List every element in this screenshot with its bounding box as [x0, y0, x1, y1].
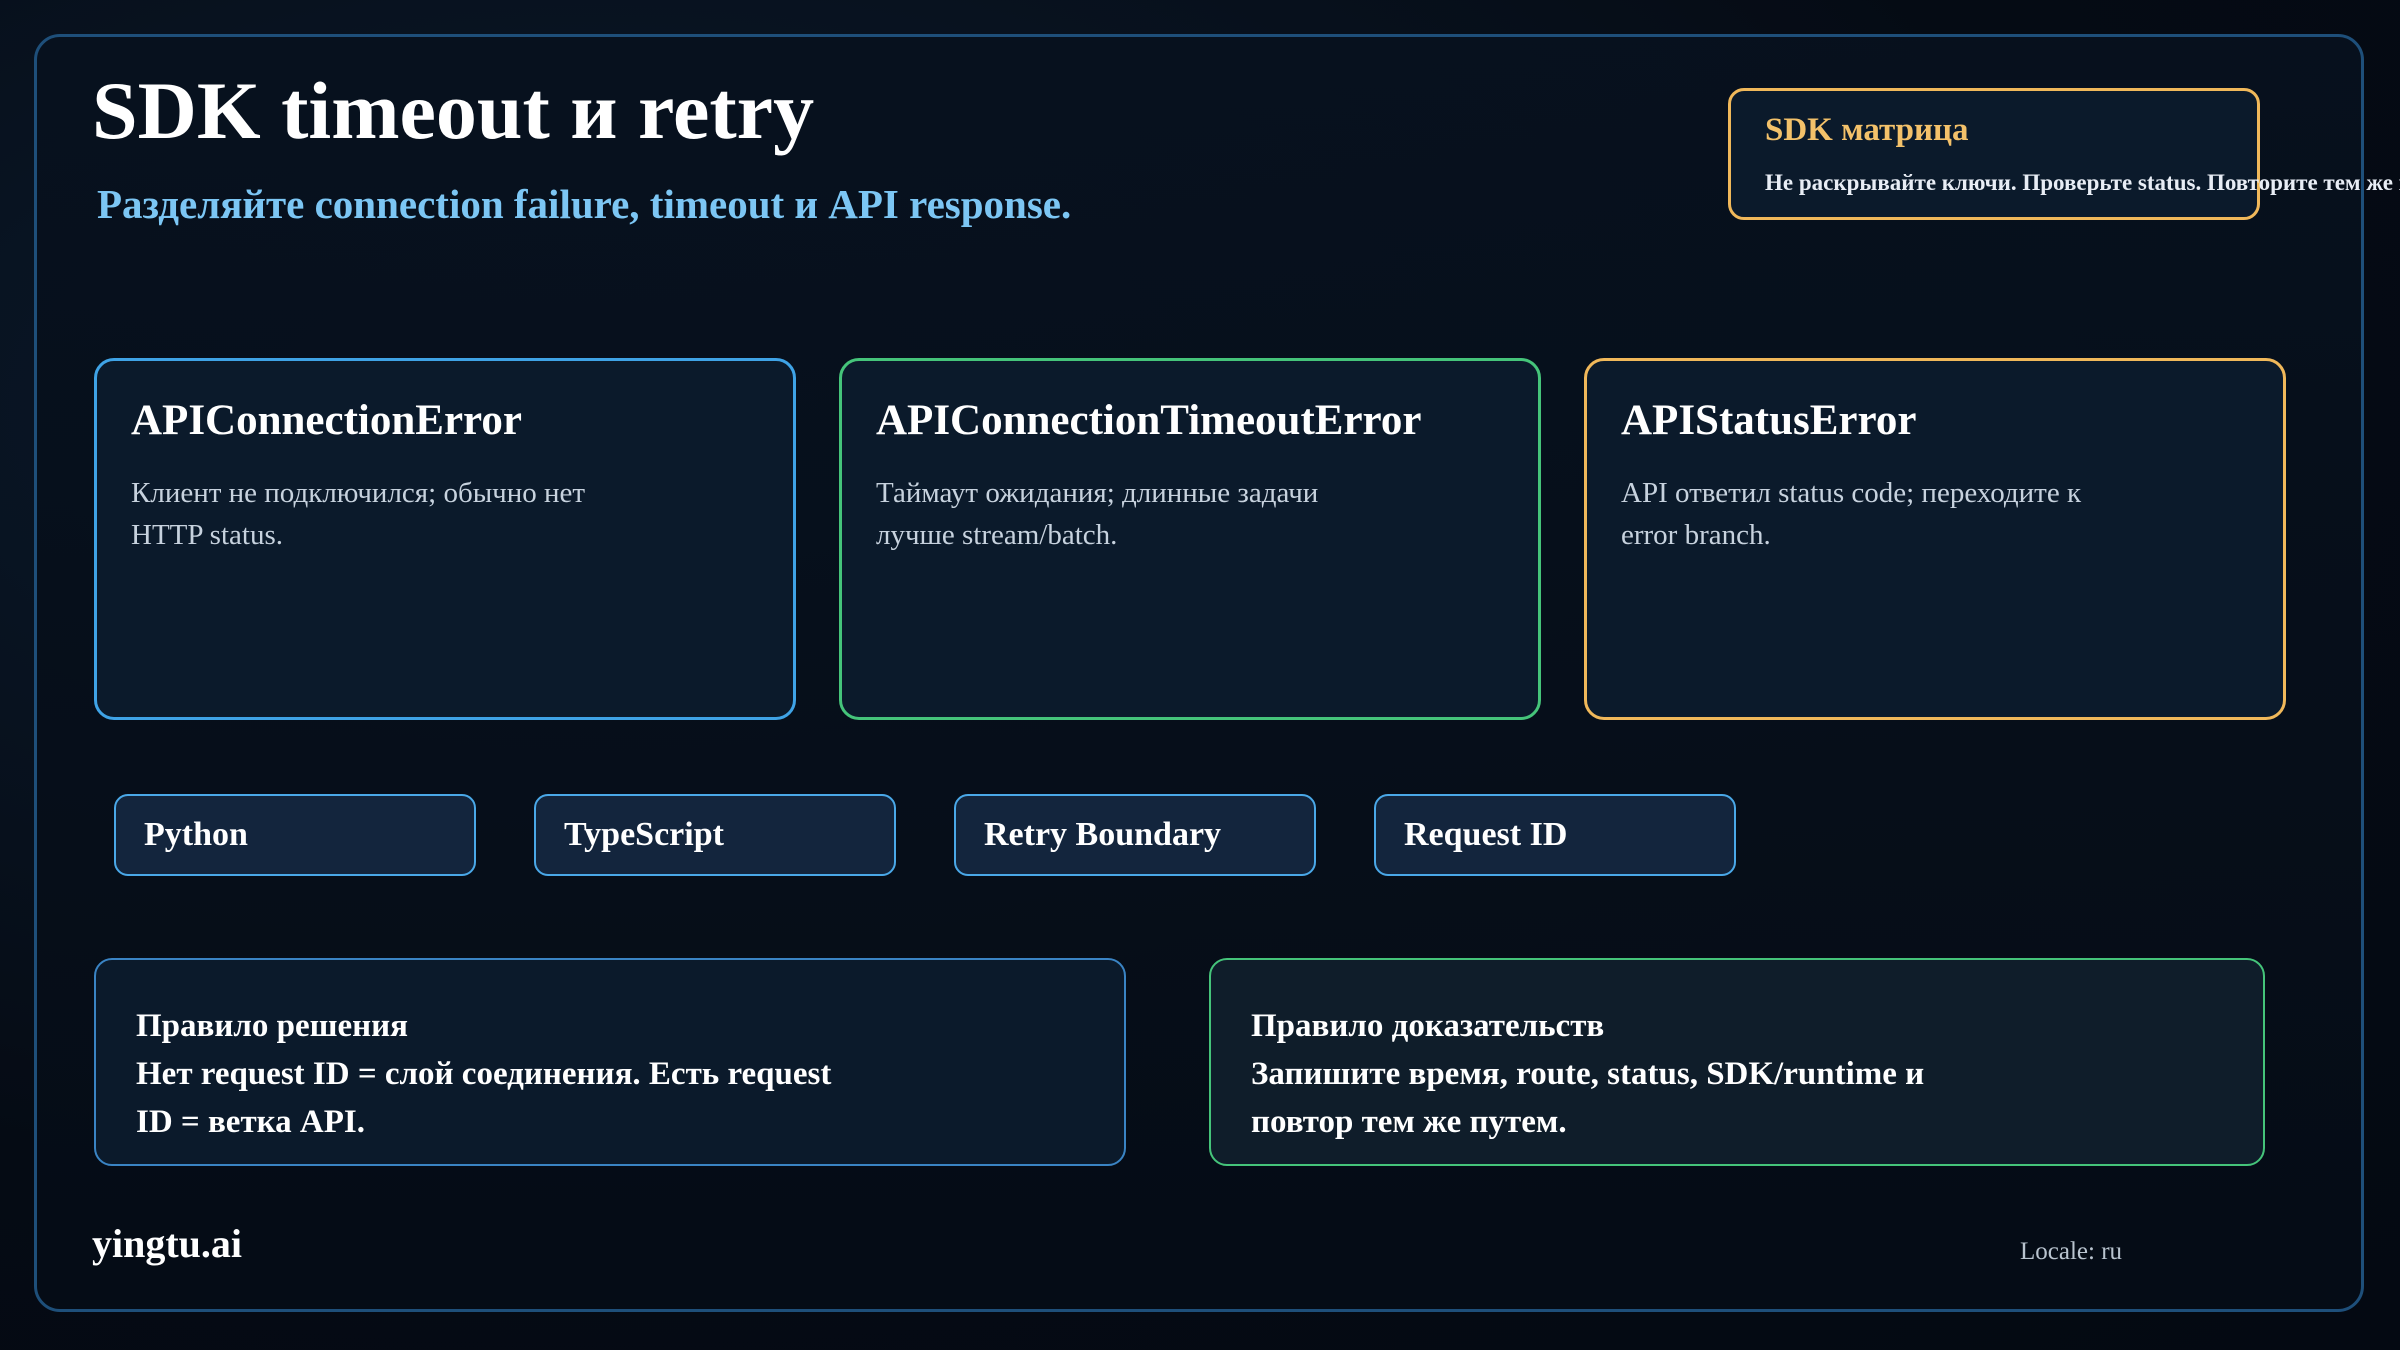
locale-label: Locale: ru	[2020, 1238, 2123, 1265]
tag-python: Python	[114, 794, 476, 876]
rule-title: Правило решения	[136, 1008, 409, 1044]
card-title: APIConnectionTimeoutError	[876, 397, 1422, 444]
tag-request-id: Request ID	[1374, 794, 1736, 876]
tag-typescript: TypeScript	[534, 794, 896, 876]
sdk-matrix-callout	[1728, 88, 2260, 220]
card-api-connection-error: APIConnectionError Клиент не подключился…	[94, 358, 796, 720]
rule-text: Запишите время, route, status, SDK/runti…	[1251, 1056, 1925, 1140]
evidence-rule-panel: Правило доказательств Запишите время, ro…	[1209, 958, 2265, 1166]
page-title: SDK timeout и retry	[92, 65, 815, 156]
card-title: APIStatusError	[1621, 397, 1917, 444]
callout-title: SDK матрица	[1765, 112, 1969, 148]
card-api-connection-timeout-error: APIConnectionTimeoutError Таймаут ожидан…	[839, 358, 1541, 720]
card-title: APIConnectionError	[131, 397, 522, 444]
page-subtitle: Разделяйте connection failure, timeout и…	[97, 181, 1072, 227]
card-api-status-error: APIStatusError API ответил status code; …	[1584, 358, 2286, 720]
tag-retry-boundary: Retry Boundary	[954, 794, 1316, 876]
card-description: API ответил status code; переходите к er…	[1621, 477, 2082, 552]
callout-text: Не раскрывайте ключи. Проверьте status. …	[1765, 170, 2400, 195]
brand-label: yingtu.ai	[92, 1221, 243, 1266]
rule-title: Правило доказательств	[1251, 1008, 1605, 1044]
card-description: Таймаут ожидания; длинные задачи лучше s…	[876, 477, 1319, 552]
rule-text: Нет request ID = слой соединения. Есть r…	[136, 1056, 832, 1140]
card-description: Клиент не подключился; обычно нет HTTP s…	[131, 477, 586, 552]
decision-rule-panel: Правило решения Нет request ID = слой со…	[94, 958, 1126, 1166]
